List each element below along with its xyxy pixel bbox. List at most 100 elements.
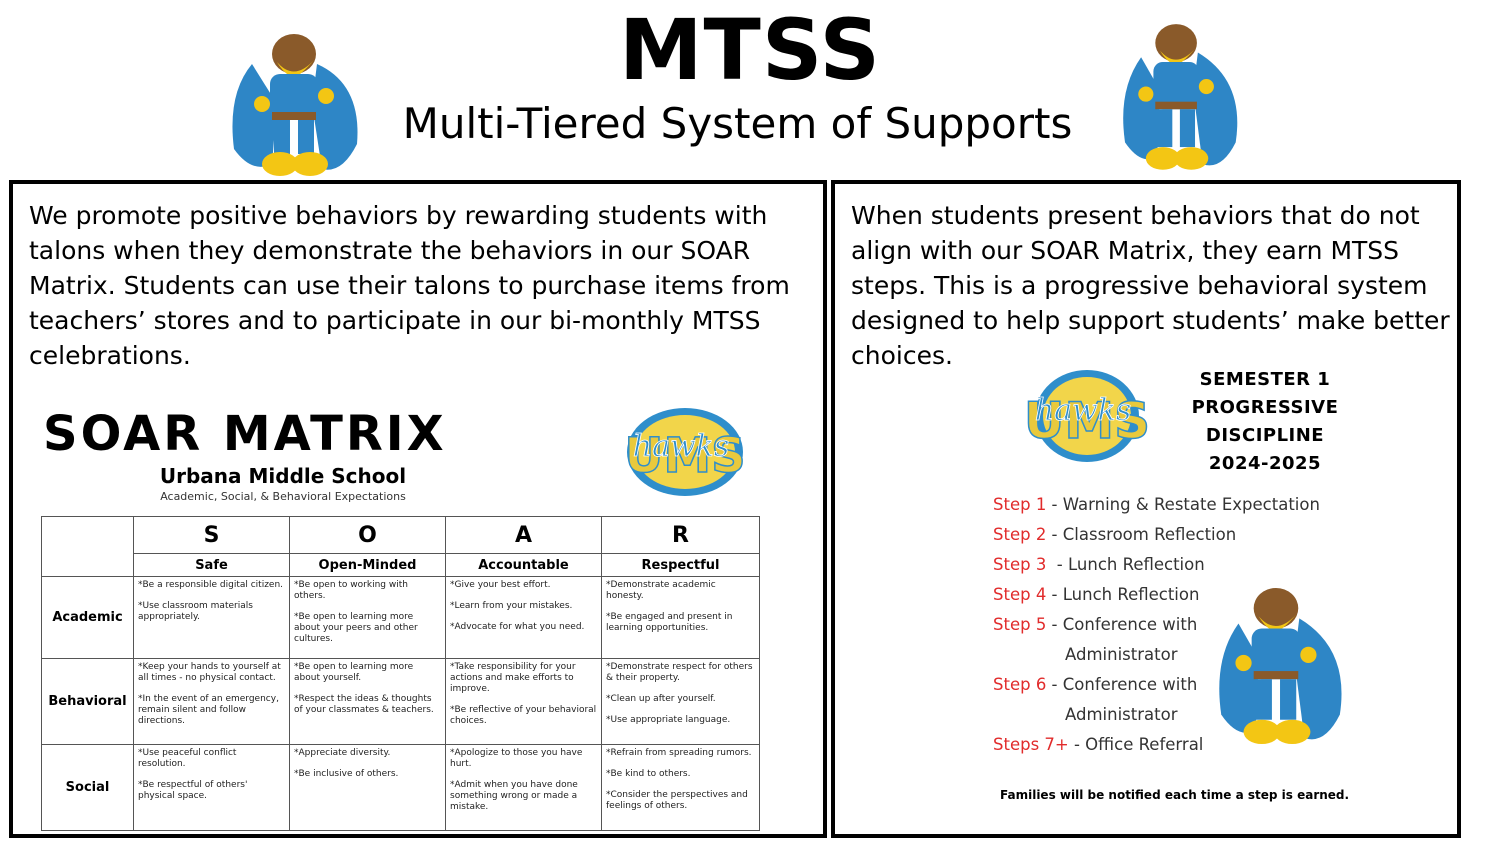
expectation: *Clean up after yourself. bbox=[606, 694, 716, 704]
step-number: Step 6 bbox=[993, 675, 1047, 694]
ums-hawks-logo: UMS hawks bbox=[1023, 370, 1151, 462]
title-line: SEMESTER 1 bbox=[1199, 369, 1331, 390]
hawk-mascot-left bbox=[232, 34, 358, 176]
step-number: Steps 7+ bbox=[993, 735, 1069, 754]
matrix-cell: *Be a responsible digital citizen. *Use c… bbox=[133, 576, 290, 659]
expectation: *Use classroom materials appropriately. bbox=[138, 601, 253, 622]
title-line: DISCIPLINE bbox=[1205, 425, 1325, 446]
expectation: *Be open to working with others. bbox=[294, 580, 408, 601]
step-number: Step 1 bbox=[993, 495, 1047, 514]
hawk-mascot-right bbox=[1123, 24, 1238, 170]
corner-cell bbox=[41, 516, 134, 577]
rewards-description: We promote positive behaviors by rewardi… bbox=[29, 201, 790, 370]
letter-a: A bbox=[445, 516, 602, 554]
expectation: *Be respectful of others' physical space… bbox=[138, 780, 248, 801]
expectation: *Be kind to others. bbox=[606, 769, 691, 779]
list-item: Step 6 - Conference with bbox=[993, 670, 1320, 700]
expectation: *Use appropriate language. bbox=[606, 715, 731, 725]
step-number: Step 4 bbox=[993, 585, 1047, 604]
steps-list: Step 1 - Warning & Restate Expectation S… bbox=[993, 490, 1320, 760]
soar-matrix-table: S O A R Safe Open-Minded Accountable Res… bbox=[41, 516, 760, 831]
matrix-cell: *Demonstrate academic honesty. *Be engage… bbox=[601, 576, 760, 659]
table-row: Behavioral *Keep your hands to yourself … bbox=[41, 658, 760, 745]
value-safe: Safe bbox=[133, 553, 290, 577]
list-item: Step 4 - Lunch Reflection bbox=[993, 580, 1320, 610]
expectation: *Demonstrate respect for others & their … bbox=[606, 662, 753, 683]
families-note: Families will be notified each time a st… bbox=[1000, 788, 1350, 802]
list-item: Step 3 - Lunch Reflection bbox=[993, 550, 1320, 580]
value-accountable: Accountable bbox=[445, 553, 602, 577]
expectation: *Learn from your mistakes. bbox=[450, 601, 573, 611]
expectation: *Be open to learning more about your pee… bbox=[294, 612, 418, 644]
logo-script: hawks bbox=[633, 429, 729, 464]
expectation: *Admit when you have done something wron… bbox=[450, 780, 578, 812]
matrix-cell: *Keep your hands to yourself at all time… bbox=[133, 658, 290, 745]
step-number: Step 3 bbox=[993, 555, 1047, 574]
matrix-cell: *Refrain from spreading rumors. *Be kind … bbox=[601, 744, 760, 831]
expectation: *Advocate for what you need. bbox=[450, 622, 585, 632]
step-text: - Lunch Reflection bbox=[1046, 585, 1200, 604]
letters-row: S O A R bbox=[41, 516, 760, 577]
matrix-cell: *Take responsibility for your actions an… bbox=[445, 658, 602, 745]
value-open-minded: Open-Minded bbox=[289, 553, 446, 577]
list-item: Step 2 - Classroom Reflection bbox=[993, 520, 1320, 550]
expectation: *Be inclusive of others. bbox=[294, 769, 399, 779]
step-number: Step 5 bbox=[993, 615, 1047, 634]
step-text: - Office Referral bbox=[1068, 735, 1204, 754]
expectation: *Demonstrate academic honesty. bbox=[606, 580, 716, 601]
expectation: *Keep your hands to yourself at all time… bbox=[138, 662, 281, 683]
rewards-panel: We promote positive behaviors by rewardi… bbox=[9, 180, 827, 838]
school-name: Urbana Middle School bbox=[159, 464, 407, 488]
expectation: *Refrain from spreading rumors. bbox=[606, 748, 752, 758]
discipline-panel: When students present behaviors that do … bbox=[831, 180, 1461, 838]
value-respectful: Respectful bbox=[601, 553, 760, 577]
hawk-mascot-small bbox=[1219, 587, 1342, 745]
expectation: *Give your best effort. bbox=[450, 580, 551, 590]
title-line: 2024-2025 bbox=[1208, 453, 1322, 474]
expectation: *In the event of an emergency, remain si… bbox=[138, 694, 279, 726]
step-continuation: Administrator bbox=[1065, 705, 1178, 724]
ums-hawks-logo: UMS hawks bbox=[624, 408, 746, 496]
list-item: Step 1 - Warning & Restate Expectation bbox=[993, 490, 1320, 520]
step-text: - Classroom Reflection bbox=[1046, 525, 1237, 544]
step-text: - Conference with bbox=[1046, 675, 1198, 694]
expectation: *Appreciate diversity. bbox=[294, 748, 391, 758]
expectation: *Be a responsible digital citizen. bbox=[138, 580, 284, 590]
step-text: - Warning & Restate Expectation bbox=[1046, 495, 1320, 514]
matrix-cell: *Use peaceful conflict resolution. *Be re… bbox=[133, 744, 290, 831]
expectation: *Use peaceful conflict resolution. bbox=[138, 748, 237, 769]
logo-script: hawks bbox=[1035, 393, 1131, 428]
expectation: *Consider the perspectives and feelings … bbox=[606, 790, 748, 811]
expectation: *Respect the ideas & thoughts of your cl… bbox=[294, 694, 434, 715]
list-item: Steps 7+ - Office Referral bbox=[993, 730, 1320, 760]
page-title: MTSS bbox=[618, 1, 882, 99]
matrix-cell: *Appreciate diversity. *Be inclusive of o… bbox=[289, 744, 446, 831]
values-row: Safe Open-Minded Accountable Respectful bbox=[42, 553, 760, 577]
matrix-cell: *Be open to learning more about yourself… bbox=[289, 658, 446, 745]
page-subtitle: Multi-Tiered System of Supports bbox=[402, 99, 1073, 148]
step-text: - Lunch Reflection bbox=[1046, 555, 1205, 574]
step-number: Step 2 bbox=[993, 525, 1047, 544]
discipline-description: When students present behaviors that do … bbox=[851, 201, 1450, 370]
matrix-cell: *Demonstrate respect for others & their … bbox=[601, 658, 760, 745]
letter-s: S bbox=[133, 516, 290, 554]
expectation: *Be open to learning more about yourself… bbox=[294, 662, 414, 683]
logo-letters: UMS bbox=[624, 428, 745, 484]
step-continuation: Administrator bbox=[1065, 645, 1178, 664]
soar-matrix-title: SOAR MATRIX bbox=[43, 406, 447, 462]
matrix-cell: *Apologize to those you have hurt. *Admit… bbox=[445, 744, 602, 831]
expectation: *Be engaged and present in learning oppo… bbox=[606, 612, 733, 633]
letter-o: O bbox=[289, 516, 446, 554]
matrix-subtitle: Academic, Social, & Behavioral Expectati… bbox=[160, 490, 406, 503]
row-label: Behavioral bbox=[41, 658, 134, 745]
step-text: - Conference with bbox=[1046, 615, 1198, 634]
table-row: Social *Use peaceful conflict resolution… bbox=[41, 744, 760, 831]
row-label: Academic bbox=[41, 576, 134, 659]
expectation: *Apologize to those you have hurt. bbox=[450, 748, 583, 769]
logo-letters: UMS bbox=[1024, 392, 1150, 450]
expectation: *Be reflective of your behavioral choice… bbox=[450, 705, 597, 726]
row-label: Social bbox=[41, 744, 134, 831]
title-line: PROGRESSIVE bbox=[1191, 397, 1339, 418]
discipline-title: SEMESTER 1 PROGRESSIVE DISCIPLINE 2024-2… bbox=[1180, 366, 1350, 478]
letter-r: R bbox=[601, 516, 760, 554]
